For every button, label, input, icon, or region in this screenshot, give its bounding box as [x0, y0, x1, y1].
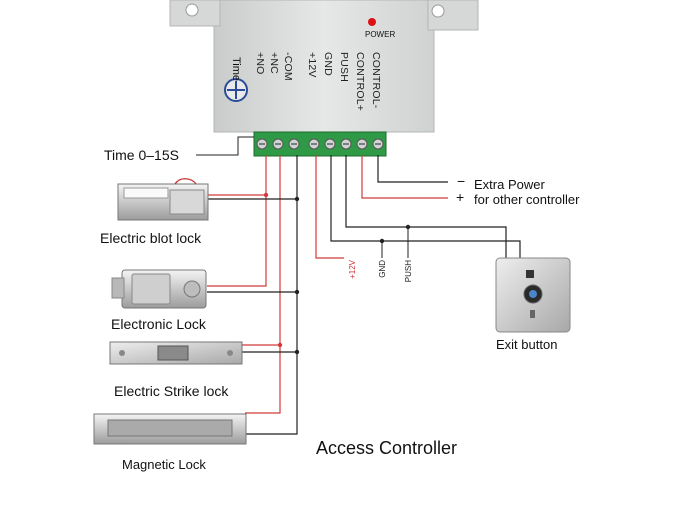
terminal-label-no: +NO [254, 52, 266, 75]
exit-button-icon [495, 257, 571, 333]
wire-label-push: PUSH [404, 260, 413, 283]
power-led [368, 18, 376, 26]
electric-strike-lock-icon [109, 341, 243, 365]
lock-label-strike: Electric Strike lock [114, 383, 229, 399]
black-wires [207, 155, 521, 435]
terminal-label-com: -COM [282, 52, 294, 81]
lock-label-electronic: Electronic Lock [111, 316, 206, 332]
extra-power-label: Extra Power [474, 177, 545, 192]
terminal-block [253, 131, 387, 157]
electronic-lock-icon [111, 269, 207, 309]
terminal-label-control-plus: CONTROL+ [354, 52, 366, 112]
terminal-label-gnd: GND [322, 52, 334, 76]
lock-label-magnetic: Magnetic Lock [122, 457, 206, 472]
exit-button-label: Exit button [496, 337, 558, 352]
power-label: POWER [365, 30, 396, 39]
extra-power-minus: − [457, 173, 466, 189]
red-wires [207, 155, 448, 414]
diagram-title: Access Controller [316, 438, 458, 458]
wire-label-12v: +12V [348, 260, 357, 279]
controller-housing [169, 0, 479, 133]
lock-label-bolt: Electric blot lock [100, 230, 202, 246]
wire-label-gnd: GND [378, 260, 387, 278]
extra-power-desc: for other controller [474, 192, 580, 207]
time-label: Time [230, 57, 242, 82]
terminal-label-push: PUSH [338, 52, 350, 82]
time-range-label: Time 0–15S [104, 147, 179, 163]
terminal-label-nc: +NC [268, 52, 280, 74]
terminal-label-control-minus: CONTROL- [370, 52, 382, 109]
terminal-label-12v: +12V [306, 52, 318, 78]
extra-power-plus: + [456, 189, 465, 205]
electric-bolt-lock-icon [117, 178, 209, 221]
magnetic-lock-icon [93, 413, 247, 445]
